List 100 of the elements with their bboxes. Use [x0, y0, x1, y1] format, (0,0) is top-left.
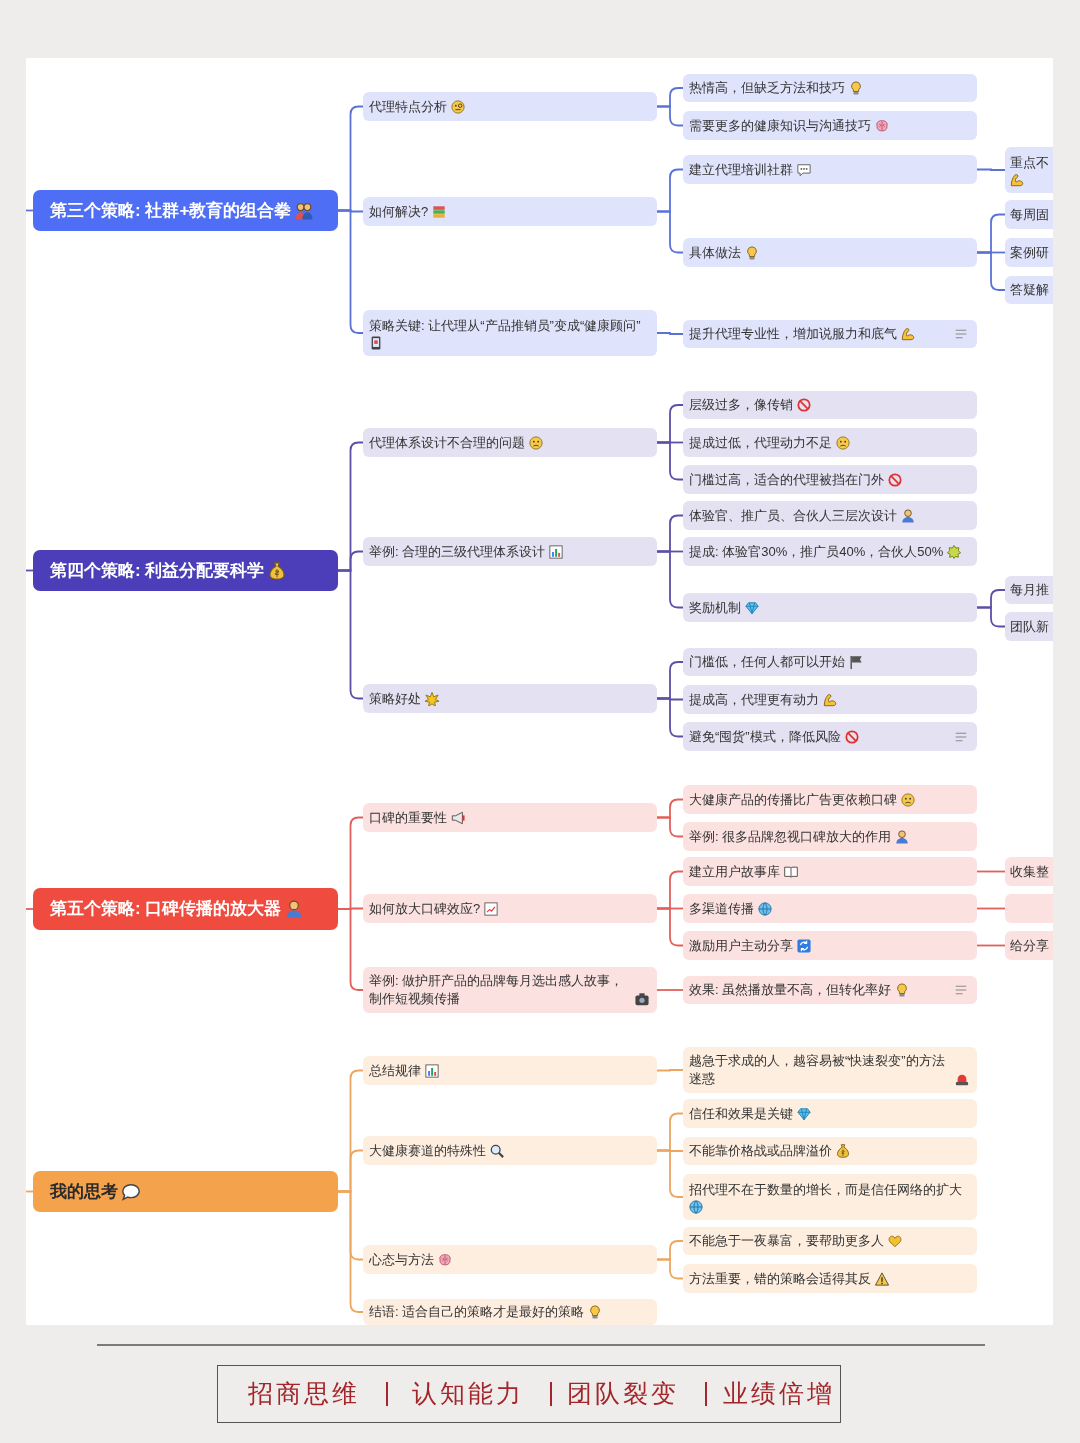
topic-text: 大健康赛道的特殊性	[369, 1141, 486, 1160]
topic-text: 收集整	[1010, 862, 1049, 881]
topic-title: 第三个策略: 社群+教育的组合拳	[50, 201, 292, 220]
topic-text: 策略好处	[369, 689, 421, 708]
topic-text: 重点不	[1010, 154, 1049, 170]
topic-text: 举例: 合理的三级代理体系设计	[369, 542, 546, 561]
subtopic-box	[1005, 857, 1053, 886]
connector-line	[337, 209, 364, 334]
topic-text: 策略关键: 让代理从“产品推销员”变成“健康顾问”	[369, 317, 641, 333]
subtopic-box	[683, 931, 977, 960]
topic-title: 第四个策略: 利益分配要科学	[50, 561, 265, 580]
topic-text: 举例: 很多品牌忽视口碑放大的作用	[689, 827, 892, 846]
topic-text: 层级过多，像传销	[689, 396, 793, 414]
topic-text: 激励用户主动分享	[689, 936, 793, 955]
topic-title: 我的思考	[50, 1182, 118, 1201]
banner-text: 招商思维	[248, 1379, 360, 1409]
topic-text: 如何解决?	[369, 202, 429, 221]
main-topic-box	[33, 550, 338, 591]
subtopic-box	[683, 111, 977, 140]
topic-text: 建立代理培训社群	[689, 160, 793, 179]
topic-text: 门槛过高，适合的代理被挡在门外	[689, 470, 884, 489]
subtopic-box	[683, 1227, 977, 1255]
topic-text: 具体做法	[689, 243, 741, 262]
connector-line	[656, 1069, 684, 1072]
connector-line	[337, 908, 364, 991]
topic-text: 多渠道传播	[689, 899, 754, 918]
subtopic-box	[363, 894, 657, 923]
subtopic-box	[683, 722, 977, 751]
subtopic-box	[683, 976, 977, 1004]
topic-text: 举例: 做护肝产品的品牌每月选出感人故事，制作短视频传播	[369, 972, 625, 1008]
topic-text: 每周固	[1010, 205, 1049, 224]
topic-text: 提升代理专业性，增加说服力和底气	[689, 325, 897, 343]
topic-text: 案例研	[1010, 243, 1049, 262]
topic-text: 越急于求成的人，越容易被“快速裂变”的方法迷惑	[689, 1052, 946, 1088]
subtopic-box	[683, 1264, 977, 1293]
topic-text: 建立用户故事库	[689, 862, 780, 881]
banner-text: 认知能力	[412, 1379, 524, 1409]
subtopic-box	[683, 238, 977, 267]
topic-text: 热情高，但缺乏方法和技巧	[689, 79, 845, 97]
subtopic-box	[683, 822, 977, 851]
subtopic-box	[1005, 238, 1053, 267]
subtopic-box	[1005, 276, 1053, 304]
topic-text: 不能靠价格战或品牌溢价	[689, 1142, 832, 1160]
subtopic-box	[1005, 200, 1053, 229]
topic-text: 代理体系设计不合理的问题	[369, 433, 525, 452]
subtopic-box	[363, 1136, 657, 1165]
subtopic-box	[683, 537, 977, 566]
topic-text: 不能急于一夜暴富，要帮助更多人	[689, 1232, 884, 1250]
topic-text: 大健康产品的传播比广告更依赖口碑	[689, 790, 897, 809]
connector-line	[976, 251, 1006, 291]
topic-text: 奖励机制	[689, 598, 741, 617]
topic-text: 心态与方法	[369, 1250, 434, 1269]
connector-line	[976, 870, 1006, 873]
connector-line	[656, 105, 684, 127]
topic-text: 团队新	[1010, 617, 1049, 636]
topic-text: 给分享	[1010, 936, 1049, 955]
connector-line	[976, 907, 1006, 910]
connector-line	[656, 989, 684, 991]
subtopic-box	[683, 391, 977, 419]
topic-text: 需要更多的健康知识与沟通技巧	[689, 116, 871, 135]
connector-line	[656, 1149, 684, 1198]
connector-line	[656, 441, 684, 481]
subtopic-box	[683, 894, 977, 923]
subtopic-box	[683, 74, 977, 102]
subtopic-box	[1005, 931, 1053, 960]
topic-text: 每月推	[1010, 581, 1049, 599]
subtopic-box	[363, 967, 657, 1013]
subtopic-box	[683, 857, 977, 886]
topic-text: 方法重要，错的策略会适得其反	[689, 1269, 871, 1288]
subtopic-box	[683, 785, 977, 814]
connector-line	[976, 168, 1006, 171]
connector-line	[656, 332, 684, 335]
banner-text: 团队裂变	[567, 1379, 679, 1409]
connector-line	[656, 550, 684, 609]
subtopic-box	[683, 155, 977, 184]
subtopic-box	[683, 593, 977, 622]
connector-line	[337, 569, 364, 700]
subtopic-box	[363, 1245, 657, 1274]
subtopic-box	[363, 92, 657, 121]
main-topic-box	[33, 888, 338, 930]
topic-text: 体验官、推广员、合伙人三层次设计	[689, 506, 897, 525]
connector-line	[656, 697, 684, 738]
subtopic-box	[363, 537, 657, 566]
topic-title: 第五个策略: 口碑传播的放大器	[50, 900, 282, 918]
subtopic-box	[1005, 612, 1053, 641]
subtopic-box	[683, 1047, 977, 1093]
subtopic-box	[363, 428, 657, 457]
subtopic-box	[683, 465, 977, 494]
subtopic-box	[363, 684, 657, 713]
connector-line	[337, 1190, 364, 1313]
topic-text: 答疑解	[1010, 281, 1049, 299]
topic-text: 总结规律	[369, 1061, 421, 1080]
main-topic-box	[33, 190, 338, 231]
topic-text: 如何放大口碑效应?	[369, 899, 481, 918]
connector-line	[976, 944, 1006, 947]
subtopic-box	[363, 1056, 657, 1085]
connector-line	[656, 1258, 684, 1280]
topic-text: 招代理不在于数量的增长，而是信任网络的扩大	[689, 1181, 962, 1197]
subtopic-box	[1005, 894, 1053, 923]
topic-text: 避免“囤货”模式，降低风险	[689, 727, 841, 746]
